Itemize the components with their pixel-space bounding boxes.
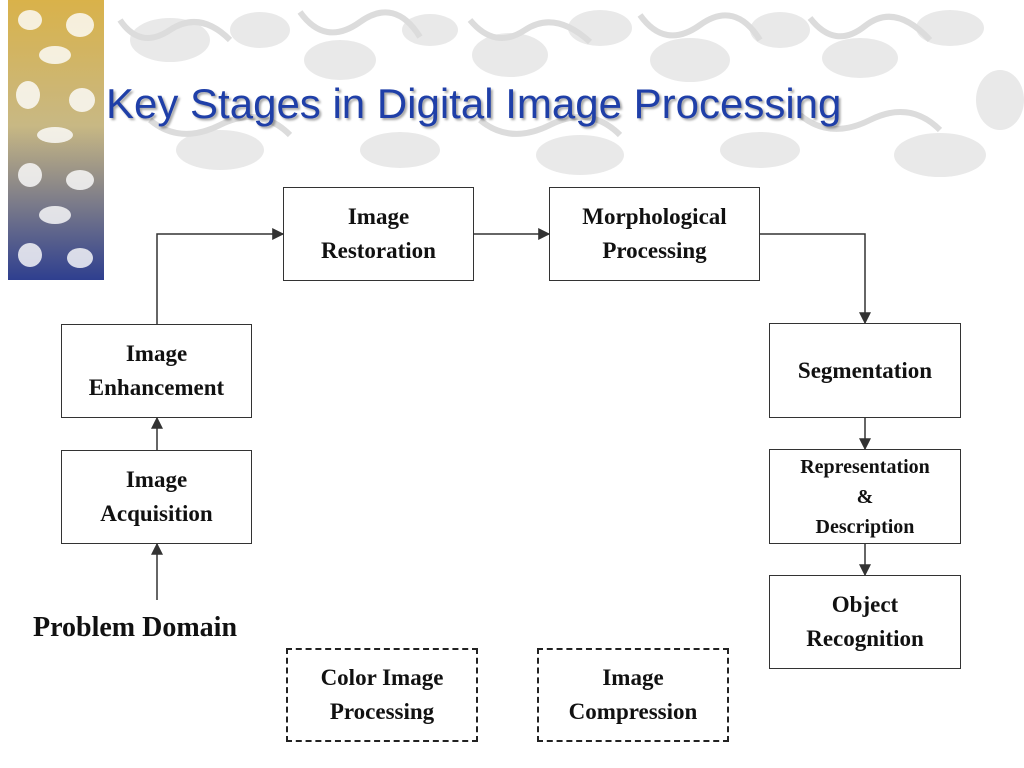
color-image-processing-line-1: Color Image [320, 665, 444, 690]
image-acquisition-line-1: Image [125, 467, 188, 492]
segmentation-line-1: Segmentation [797, 357, 933, 383]
image-enhancement-line-1: Image [125, 341, 188, 366]
image-restoration-line-1: Image [347, 204, 410, 229]
segmentation-box: Segmentation [769, 323, 961, 418]
image-compression-line-2: Compression [568, 699, 698, 724]
image-enhancement-box: Image Enhancement [61, 324, 252, 418]
object-recognition-line-2: Recognition [806, 626, 924, 651]
image-compression-box: Image Compression [537, 648, 729, 742]
representation-description-line-2: & [856, 485, 874, 508]
arrow-enhancement-to-restoration [156, 228, 285, 324]
object-recognition-box: Object Recognition [769, 575, 961, 669]
morphological-processing-box: Morphological Processing [549, 187, 760, 281]
morphological-processing-line-1: Morphological [582, 204, 727, 229]
representation-description-box: Representation & Description [769, 449, 961, 544]
object-recognition-line-1: Object [831, 592, 899, 617]
arrow-morphological-to-segmentation [760, 233, 871, 325]
problem-domain-label: Problem Domain [33, 612, 238, 643]
representation-description-line-3: Description [815, 515, 915, 538]
image-restoration-line-2: Restoration [321, 238, 436, 263]
color-image-processing-line-2: Processing [329, 699, 435, 724]
image-restoration-box: Image Restoration [283, 187, 474, 281]
image-acquisition-line-2: Acquisition [100, 501, 213, 526]
representation-description-line-1: Representation [800, 455, 930, 478]
image-enhancement-line-2: Enhancement [88, 375, 225, 400]
color-image-processing-box: Color Image Processing [286, 648, 478, 742]
morphological-processing-line-2: Processing [602, 238, 707, 263]
slide-title: Key Stages in Digital Image Processing [106, 80, 842, 127]
image-acquisition-box: Image Acquisition [61, 450, 252, 544]
image-compression-line-1: Image [602, 665, 664, 690]
